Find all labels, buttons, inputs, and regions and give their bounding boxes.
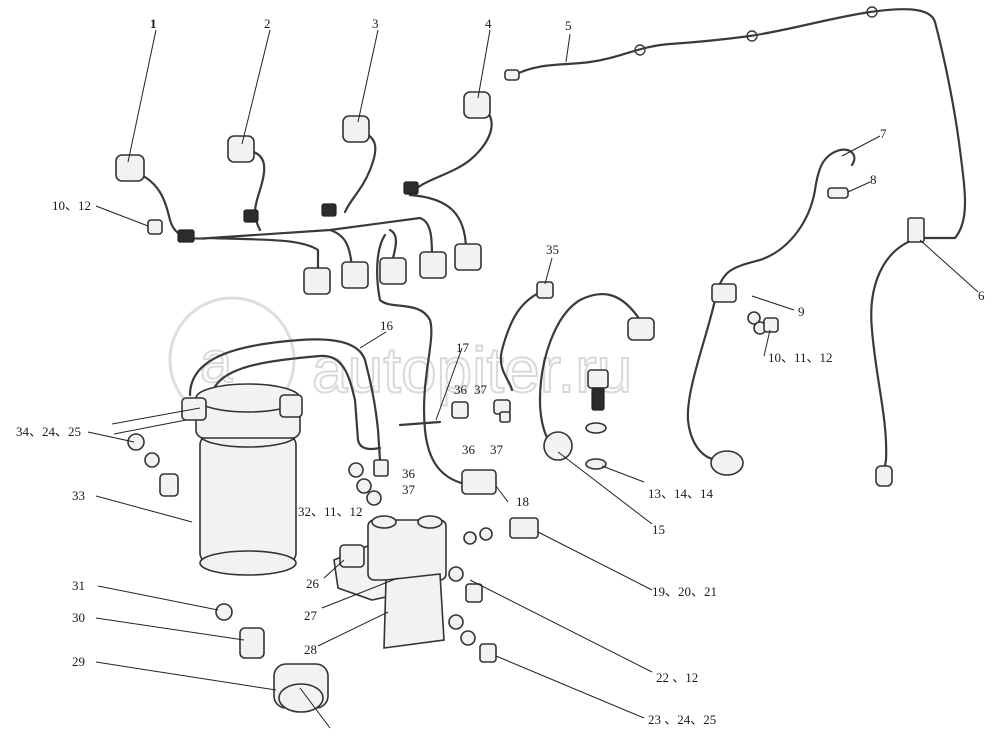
callout-7: 7: [880, 126, 887, 141]
callout-1: 1: [150, 16, 157, 31]
callout-22-12: 22 、12: [656, 670, 698, 685]
callout-36-a: 36: [454, 382, 468, 397]
callout-27: 27: [304, 608, 318, 623]
callout-19-20-21: 19、20、21: [652, 584, 717, 599]
callout-26: 26: [306, 576, 320, 591]
callout-37-a: 37: [474, 382, 488, 397]
callout-labels: 1 2 3 4 5 6 7 8 9 10、12 10、11、12 13、14、1…: [16, 16, 985, 727]
callout-3: 3: [372, 16, 379, 31]
callout-35: 35: [546, 242, 559, 257]
fuel-pipes-16-18: [188, 233, 497, 495]
callout-36-b: 36: [462, 442, 476, 457]
callout-4: 4: [485, 16, 492, 31]
fittings-36-37: [451, 399, 511, 423]
callout-8: 8: [870, 172, 877, 187]
callout-34-24-25: 34、24、25: [16, 424, 81, 439]
callout-32-11-12: 32、11、12: [298, 504, 363, 519]
callout-17: 17: [456, 340, 470, 355]
watermark-text: autopiter.ru: [312, 334, 632, 406]
callout-33: 33: [72, 488, 85, 503]
callout-9: 9: [798, 304, 805, 319]
callout-15: 15: [652, 522, 665, 537]
callout-6: 6: [978, 288, 985, 303]
callout-2: 2: [264, 16, 271, 31]
callout-31: 31: [72, 578, 85, 593]
callout-16: 16: [380, 318, 394, 333]
callout-13-14-14: 13、14、14: [648, 486, 714, 501]
callout-37-c: 37: [402, 482, 416, 497]
callout-28: 28: [304, 642, 317, 657]
primer-parts: [215, 603, 329, 713]
injector-pipes: [115, 91, 493, 295]
fuel-pipe-35-15: [499, 281, 655, 461]
callout-23-24-25: 23 、24、25: [648, 712, 716, 727]
banjo-bolt-part: [585, 369, 609, 470]
transfer-block-part: [333, 515, 539, 663]
callout-36-c: 36: [402, 466, 416, 481]
callout-29: 29: [72, 654, 85, 669]
return-line-part: [504, 6, 967, 487]
callout-37-b: 37: [490, 442, 504, 457]
fuel-filter-part: [181, 383, 303, 576]
callout-30: 30: [72, 610, 85, 625]
bent-pipe-part: [686, 148, 856, 476]
callout-5: 5: [565, 18, 572, 33]
callout-18: 18: [516, 494, 529, 509]
fittings-8-9: [747, 311, 779, 335]
seals-left: [127, 433, 382, 506]
callout-10-12: 10、12: [52, 198, 91, 213]
callout-10-11-12: 10、11、12: [768, 350, 833, 365]
leader-lines: [87, 29, 979, 729]
